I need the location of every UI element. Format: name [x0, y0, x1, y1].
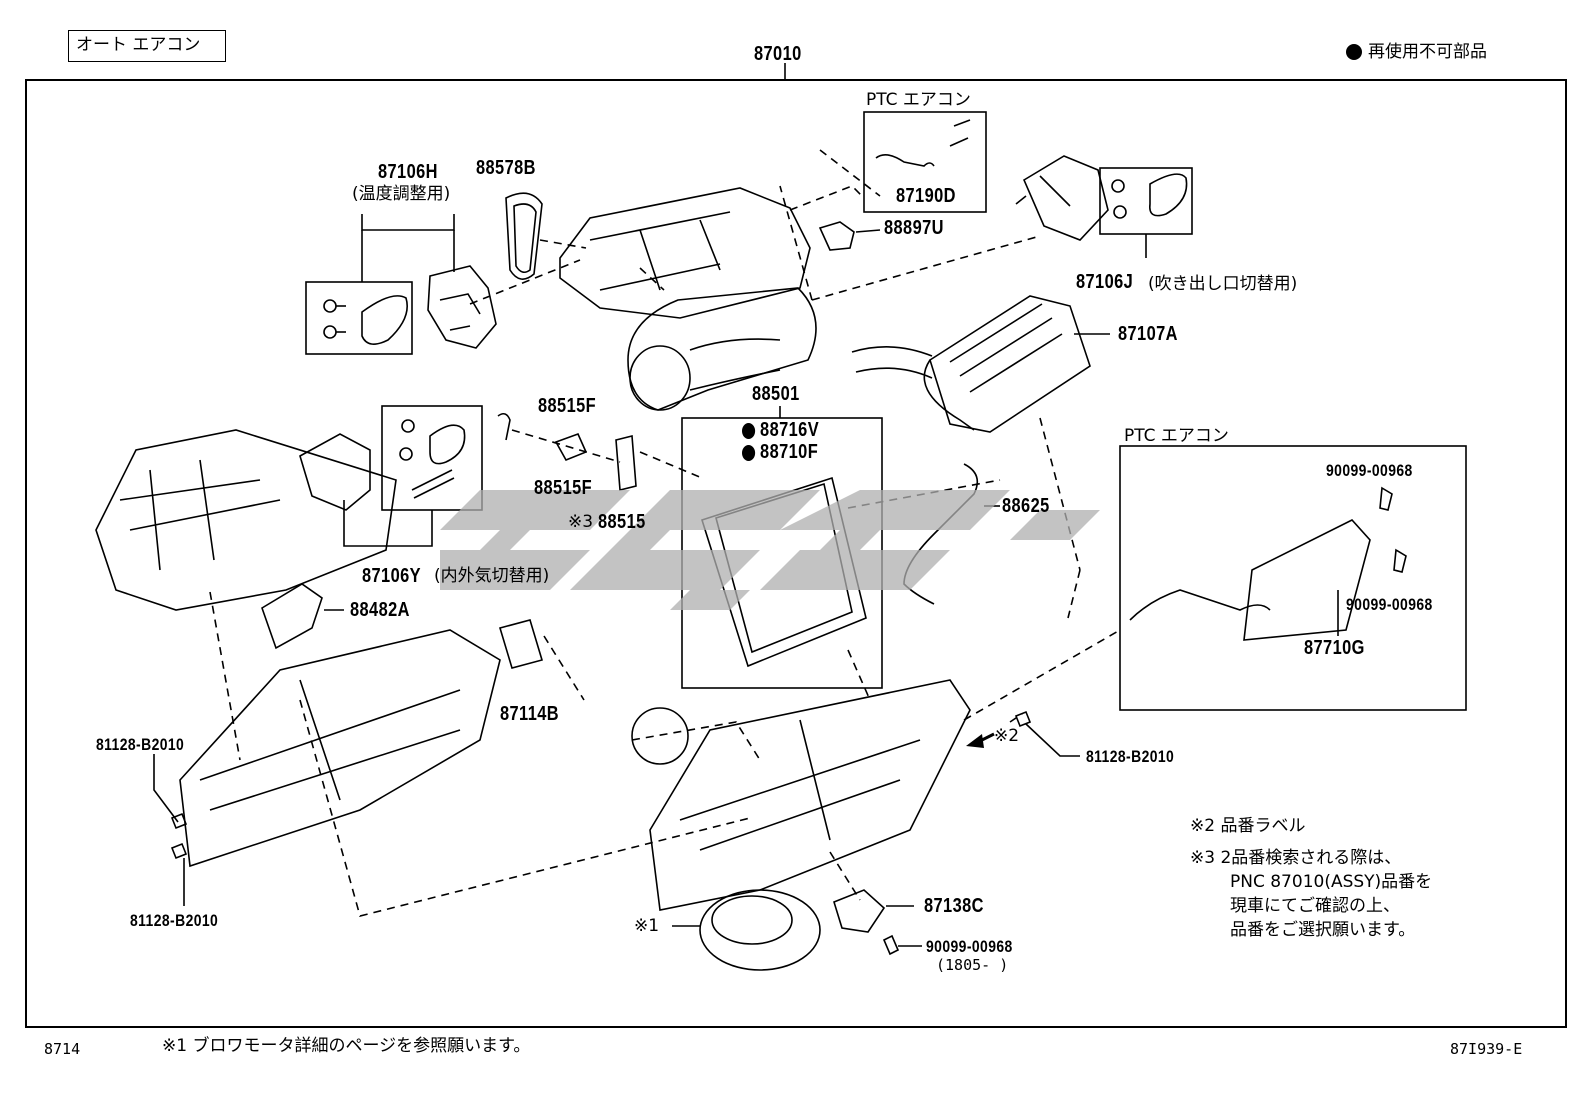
- part-90099-bottom-date: (1805- ): [936, 956, 1009, 974]
- part-87106J-note: (吹き出し口切替用): [1148, 274, 1298, 294]
- part-88515F-bottom[interactable]: 88515F: [534, 477, 593, 499]
- part-81128-left-top[interactable]: 81128-B2010: [96, 735, 185, 754]
- part-88710F[interactable]: 88710F: [742, 442, 818, 462]
- title-box: [68, 30, 226, 62]
- part-88897U[interactable]: 88897U: [884, 217, 944, 239]
- part-87106Y-note: (内外気切替用): [434, 566, 550, 586]
- part-87106H[interactable]: 87106H: [378, 161, 438, 183]
- part-87138C[interactable]: 87138C: [924, 895, 984, 917]
- part-87107A[interactable]: 87107A: [1118, 323, 1178, 345]
- assembly-number: 87010: [754, 43, 802, 65]
- footer-note1: ※1 ブロワモータ詳細のページを参照願います。: [162, 1036, 531, 1056]
- part-87106Y[interactable]: 87106Y: [362, 565, 422, 587]
- note3-marker: ※3: [568, 512, 594, 532]
- non-reusable-dot-icon: [742, 422, 756, 439]
- watermark-logo: [440, 490, 1100, 610]
- part-87106J[interactable]: 87106J: [1076, 271, 1134, 293]
- part-90099-right-mid[interactable]: 90099-00968: [1346, 595, 1433, 614]
- note3-line4: 品番をご選択願います。: [1230, 920, 1416, 940]
- ptc-label-right: PTC エアコン: [1124, 426, 1229, 446]
- note3-line1: ※3 2品番検索される際は、: [1190, 848, 1402, 868]
- note3-line3: 現車にてご確認の上、: [1230, 896, 1400, 916]
- part-88625[interactable]: 88625: [1002, 495, 1050, 517]
- legend-text: 再使用不可部品: [1368, 42, 1487, 62]
- legend: 再使用不可部品: [1346, 44, 1487, 61]
- footer-right-code: 87I939-E: [1450, 1040, 1523, 1058]
- part-87190D[interactable]: 87190D: [896, 185, 956, 207]
- part-88501[interactable]: 88501: [752, 383, 800, 405]
- part-87710G[interactable]: 87710G: [1304, 637, 1365, 659]
- part-81128-right[interactable]: 81128-B2010: [1086, 747, 1175, 766]
- part-88515[interactable]: 88515: [598, 511, 646, 533]
- part-90099-right-top[interactable]: 90099-00968: [1326, 461, 1413, 480]
- part-81128-left-bottom[interactable]: 81128-B2010: [130, 911, 219, 930]
- note2-text: ※2 品番ラベル: [1190, 816, 1306, 836]
- note1-marker: ※1: [634, 916, 660, 936]
- non-reusable-dot-icon: [742, 444, 756, 461]
- part-87106H-note: (温度調整用): [352, 184, 451, 204]
- non-reusable-dot-icon: [1346, 44, 1362, 60]
- part-88716V[interactable]: 88716V: [742, 420, 819, 440]
- part-88578B[interactable]: 88578B: [476, 157, 536, 179]
- note3-line2: PNC 87010(ASSY)品番を: [1230, 872, 1433, 892]
- note2-marker: ※2: [994, 726, 1020, 746]
- part-88515F-top[interactable]: 88515F: [538, 395, 597, 417]
- part-90099-bottom[interactable]: 90099-00968: [926, 937, 1013, 956]
- part-88482A[interactable]: 88482A: [350, 599, 410, 621]
- diagram-title: オート エアコン: [76, 35, 201, 55]
- ptc-label-top: PTC エアコン: [866, 90, 971, 110]
- part-87114B[interactable]: 87114B: [500, 703, 560, 725]
- footer-left-code: 8714: [44, 1040, 81, 1058]
